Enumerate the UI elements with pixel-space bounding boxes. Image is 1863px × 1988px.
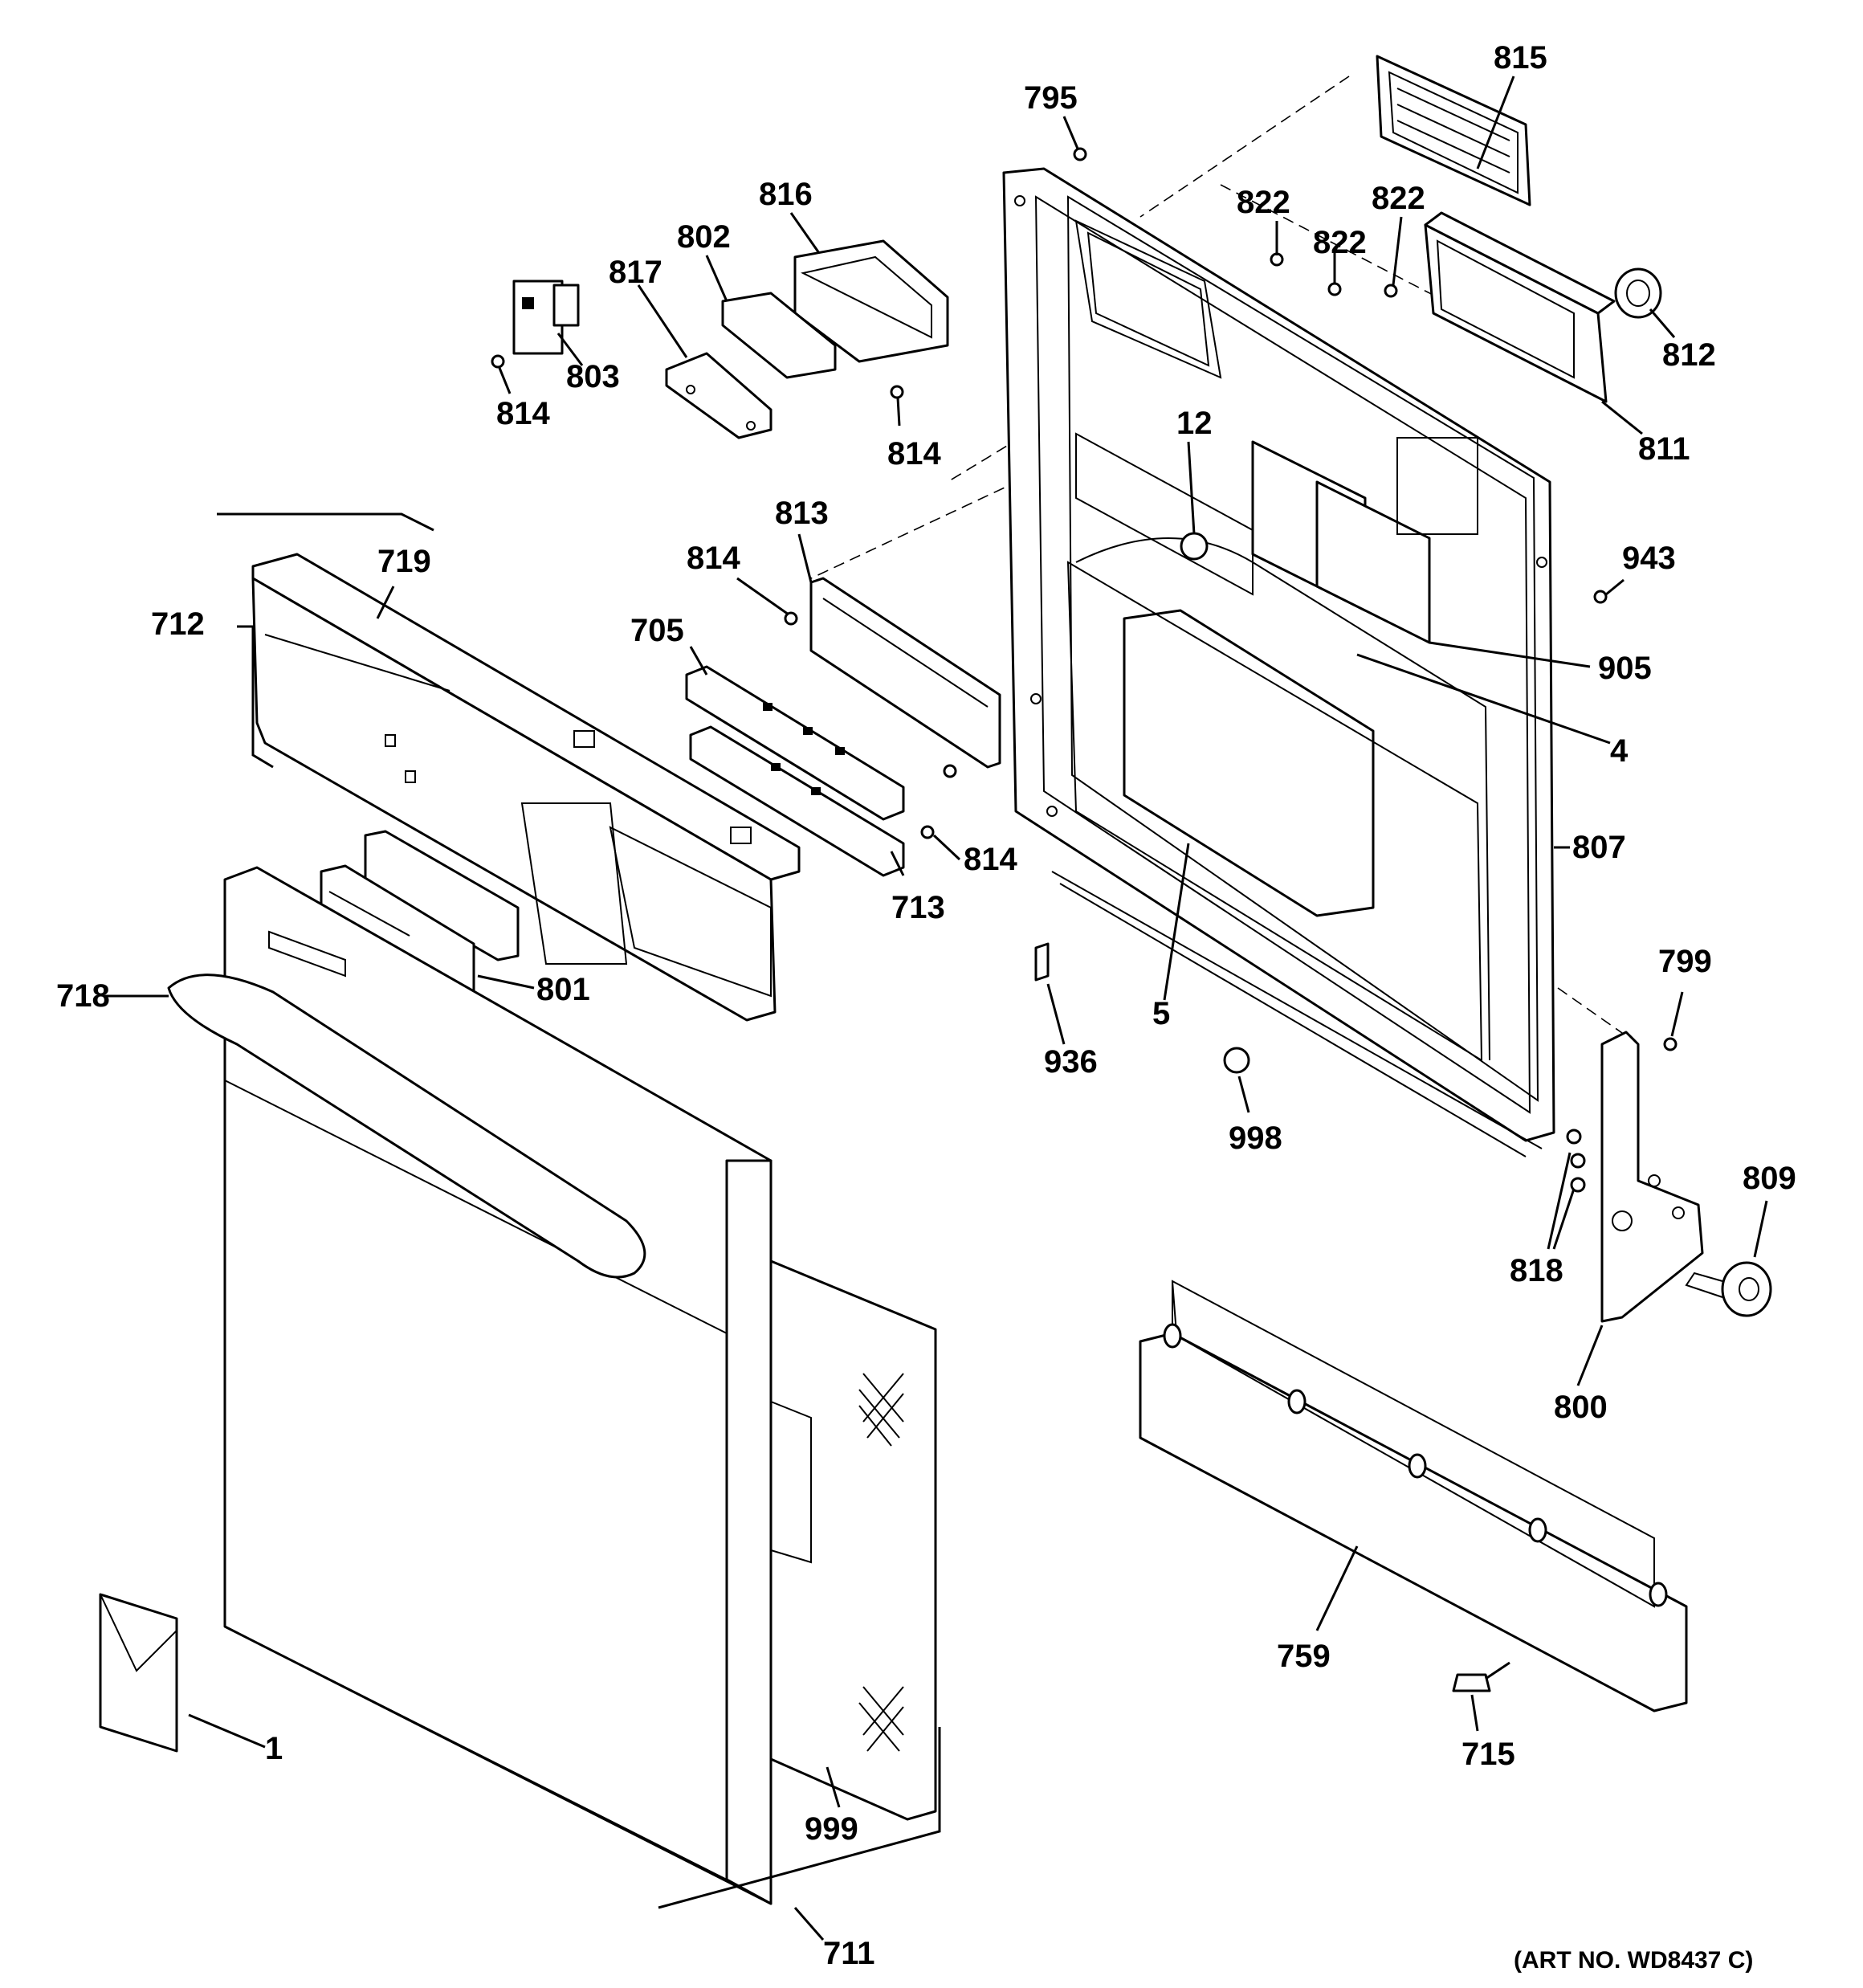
callout-label: 799 (1658, 944, 1712, 979)
callout-label: 705 (630, 613, 684, 648)
callout-label: 5 (1152, 996, 1170, 1031)
callout-label: 943 (1622, 541, 1676, 576)
callout-label: 718 (56, 978, 110, 1014)
callout-label: 800 (1554, 1390, 1608, 1425)
callout-label: 4 (1610, 733, 1629, 769)
callout-label: 801 (536, 972, 590, 1007)
callout-label: 712 (151, 606, 205, 642)
callout-label: 813 (775, 496, 829, 531)
toe-kick-759 (1139, 1280, 1688, 1712)
callout-label: 802 (677, 219, 731, 255)
callout-label: 812 (1662, 337, 1716, 373)
callout-label: 822 (1237, 185, 1290, 220)
hinge-800 (1566, 1031, 1772, 1323)
knob-812 (1614, 267, 1662, 319)
callout-label: 815 (1494, 40, 1547, 76)
outer-door-711 (167, 866, 773, 1905)
crosshatch-top (858, 1373, 904, 1447)
screws (491, 147, 1678, 1051)
callout-label: 803 (566, 359, 620, 394)
control-panel-712 (251, 553, 801, 1022)
callout-label: 822 (1313, 225, 1367, 260)
callout-label: 814 (887, 436, 941, 471)
gasket-piece (1034, 942, 1250, 1074)
callout-label: 814 (496, 396, 550, 431)
callout-label: 905 (1598, 651, 1652, 686)
callout-label: 817 (609, 255, 662, 290)
callout-label: 715 (1461, 1737, 1515, 1772)
callout-label: 711 (823, 1936, 875, 1971)
callout-label: 811 (1638, 431, 1690, 467)
display-strip-801 (320, 830, 520, 998)
callout-label: 822 (1372, 181, 1425, 216)
callout-label: 713 (891, 890, 945, 925)
callout-label: 936 (1044, 1044, 1098, 1080)
callout-label: 807 (1572, 830, 1626, 865)
callout-label: 795 (1024, 80, 1078, 116)
callout-label: 999 (805, 1811, 858, 1847)
vent-housing-811 (1424, 211, 1616, 403)
insulation-999 (658, 1259, 941, 1909)
art-number: (ART NO. WD8437 C) (1514, 1947, 1753, 1974)
inner-door-panel (1002, 167, 1555, 1157)
callout-label: 719 (377, 544, 431, 579)
crosshatch-bottom (858, 1686, 904, 1752)
upper-small-parts (512, 239, 949, 439)
vent-assembly-815 (1376, 55, 1531, 206)
callout-label: 818 (1510, 1253, 1563, 1288)
callout-label: 816 (759, 177, 813, 212)
leader-lines (104, 76, 1768, 1941)
bracket-813 (809, 577, 1001, 769)
callout-labels: 795 815 816 822 822 822 802 817 812 803 … (56, 40, 1796, 1974)
control-boards (685, 665, 905, 877)
callout-label: 1 (265, 1731, 283, 1766)
callout-label: 12 (1176, 406, 1213, 441)
callout-label: 814 (964, 842, 1017, 877)
callout-label: 998 (1229, 1121, 1282, 1156)
callout-label: 814 (687, 541, 740, 576)
callout-label: 809 (1743, 1161, 1796, 1196)
literature-1 (99, 1593, 178, 1753)
callout-label: 759 (1277, 1639, 1331, 1674)
